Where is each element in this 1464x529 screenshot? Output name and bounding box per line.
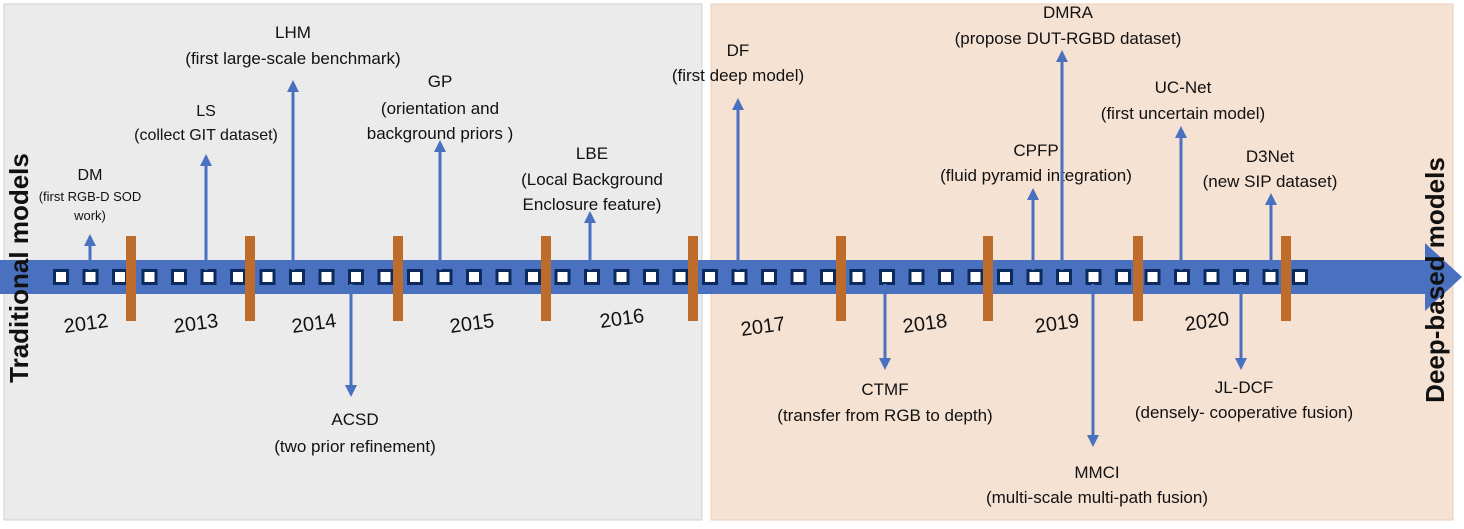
event-desc-dm: (first RGB-D SOD [39,189,142,204]
event-desc-ucnet: (first uncertain model) [1101,104,1265,123]
event-title-gp: GP [428,72,453,91]
timeline-square [1026,269,1043,285]
traditional-models-label: Traditional models [4,153,34,383]
timeline-square [702,269,718,285]
timeline-square [82,269,99,285]
timeline-square [672,269,689,285]
event-desc-gp: (orientation and [381,99,499,118]
year-marker [126,236,136,321]
timeline-square [230,269,246,285]
event-title-ctmf: CTMF [861,380,908,399]
event-title-ls: LS [196,103,216,120]
event-title-ucnet: UC-Net [1155,78,1212,97]
event-desc-dm: work) [73,208,106,223]
timeline-square [908,269,925,285]
timeline-square [436,269,453,285]
event-desc-cpfp: (fluid pyramid integration) [940,166,1132,185]
timeline-square [53,269,69,285]
event-desc-jldcf: (densely- cooperative fusion) [1135,403,1353,422]
event-title-lhm: LHM [275,23,311,42]
timeline-square [1085,269,1102,285]
timeline-square [997,269,1013,285]
year-marker [393,236,403,321]
event-title-dmra: DMRA [1043,3,1094,22]
year-marker [688,236,698,321]
event-desc-ctmf: (transfer from RGB to depth) [777,406,992,425]
event-desc-acsd: (two prior refinement) [274,437,436,456]
year-marker [836,236,846,321]
event-title-dm: DM [78,167,103,184]
event-desc-lbe: (Local Background [521,170,663,189]
timeline-arrow [0,243,1462,311]
event-title-jldcf: JL-DCF [1215,378,1274,397]
timeline-square [171,269,187,285]
timeline-square [1262,269,1279,285]
timeline-square [141,269,158,285]
event-desc-lbe: Enclosure feature) [523,195,662,214]
event-desc-ls: (collect GIT dataset) [134,127,278,144]
event-desc-df: (first deep model) [672,66,804,85]
year-marker [1281,236,1291,321]
timeline-square [1292,269,1308,285]
timeline-square [613,269,630,285]
event-desc-d3net: (new SIP dataset) [1203,172,1338,191]
event-title-lbe: LBE [576,144,608,163]
year-marker [245,236,255,321]
year-marker [983,236,993,321]
timeline-square [200,269,217,285]
timeline-square [1203,269,1220,285]
event-title-acsd: ACSD [331,410,378,429]
timeline-square [938,269,954,285]
timeline-square [820,269,836,285]
timeline-square [879,269,895,285]
deep-based-models-label: Deep-based models [1420,157,1450,403]
timeline-square [1144,269,1161,285]
event-title-df: DF [727,41,750,60]
timeline-square [407,269,423,285]
year-marker [541,236,551,321]
timeline-square [761,269,777,285]
timeline-square [112,269,128,285]
timeline-square [1115,269,1131,285]
timeline-square [289,269,305,285]
timeline-square [1174,269,1190,285]
timeline-square [790,269,807,285]
event-title-d3net: D3Net [1246,147,1294,166]
timeline-square [1056,269,1072,285]
event-desc-dmra: (propose DUT-RGBD dataset) [955,29,1182,48]
event-title-mmci: MMCI [1074,463,1119,482]
year-marker [1133,236,1143,321]
timeline-square [1233,269,1249,285]
event-desc-gp: background priors ) [367,124,513,143]
event-title-cpfp: CPFP [1013,141,1058,160]
timeline-square [377,269,394,285]
timeline-square [348,269,364,285]
timeline-square [584,269,600,285]
event-desc-mmci: (multi-scale multi-path fusion) [986,488,1208,507]
timeline-square [525,269,541,285]
event-desc-lhm: (first large-scale benchmark) [185,49,400,68]
timeline-square [495,269,512,285]
timeline-square [466,269,482,285]
timeline-square [318,269,335,285]
timeline-square [967,269,984,285]
timeline-square [643,269,659,285]
timeline-square [849,269,866,285]
timeline-square [731,269,748,285]
timeline-square [259,269,276,285]
timeline-square [554,269,571,285]
